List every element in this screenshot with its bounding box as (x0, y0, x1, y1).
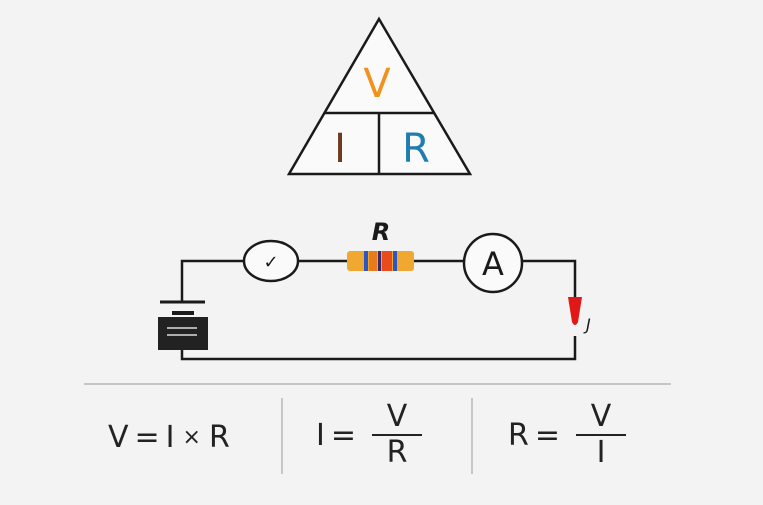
switch-label: J (583, 315, 591, 334)
probe-icon: J (568, 297, 591, 334)
triangle-voltage-label: V (363, 61, 391, 107)
equals-sign: = (330, 417, 356, 453)
formula-current: I = V R (316, 400, 422, 470)
denominator: I (596, 435, 606, 470)
circuit (180, 259, 577, 361)
formula-lhs: I (316, 417, 325, 453)
resistor-label: R (372, 218, 390, 246)
resistor-band (378, 251, 381, 271)
fraction: V I (576, 400, 626, 470)
formula-term: R (208, 420, 230, 455)
denominator: R (386, 435, 408, 470)
formula-resistance: R = V I (508, 400, 626, 470)
wire-bottom (180, 336, 577, 361)
equals-sign: = (134, 420, 160, 455)
fraction: V R (372, 400, 422, 470)
formula-voltage: V = I × R (108, 420, 230, 455)
resistor-band (393, 251, 397, 271)
resistor-band (382, 251, 392, 271)
battery-icon (158, 300, 208, 350)
check-icon: ✓ (263, 252, 278, 273)
resistor-band (364, 251, 368, 271)
formula-term: I (165, 420, 175, 455)
formula-lhs: V (108, 420, 129, 455)
resistor-band (369, 251, 377, 271)
formula-lhs: R (508, 417, 529, 453)
equals-sign: = (534, 417, 560, 453)
ammeter-icon: A (462, 232, 524, 294)
triangle-current-label: I (334, 126, 346, 172)
wire-left-top (180, 259, 244, 302)
triangle-resistance-label: R (402, 126, 430, 172)
resistor: R (347, 218, 414, 271)
meter-icon: ✓ (242, 239, 300, 283)
ammeter-label: A (482, 245, 504, 283)
numerator: V (590, 399, 612, 434)
multiply-sign: × (182, 425, 201, 450)
fraction-bar (372, 434, 422, 436)
wire-right-top (522, 259, 577, 298)
numerator: V (386, 399, 408, 434)
ohms-law-triangle: V I R (286, 16, 473, 176)
fraction-bar (576, 434, 626, 436)
